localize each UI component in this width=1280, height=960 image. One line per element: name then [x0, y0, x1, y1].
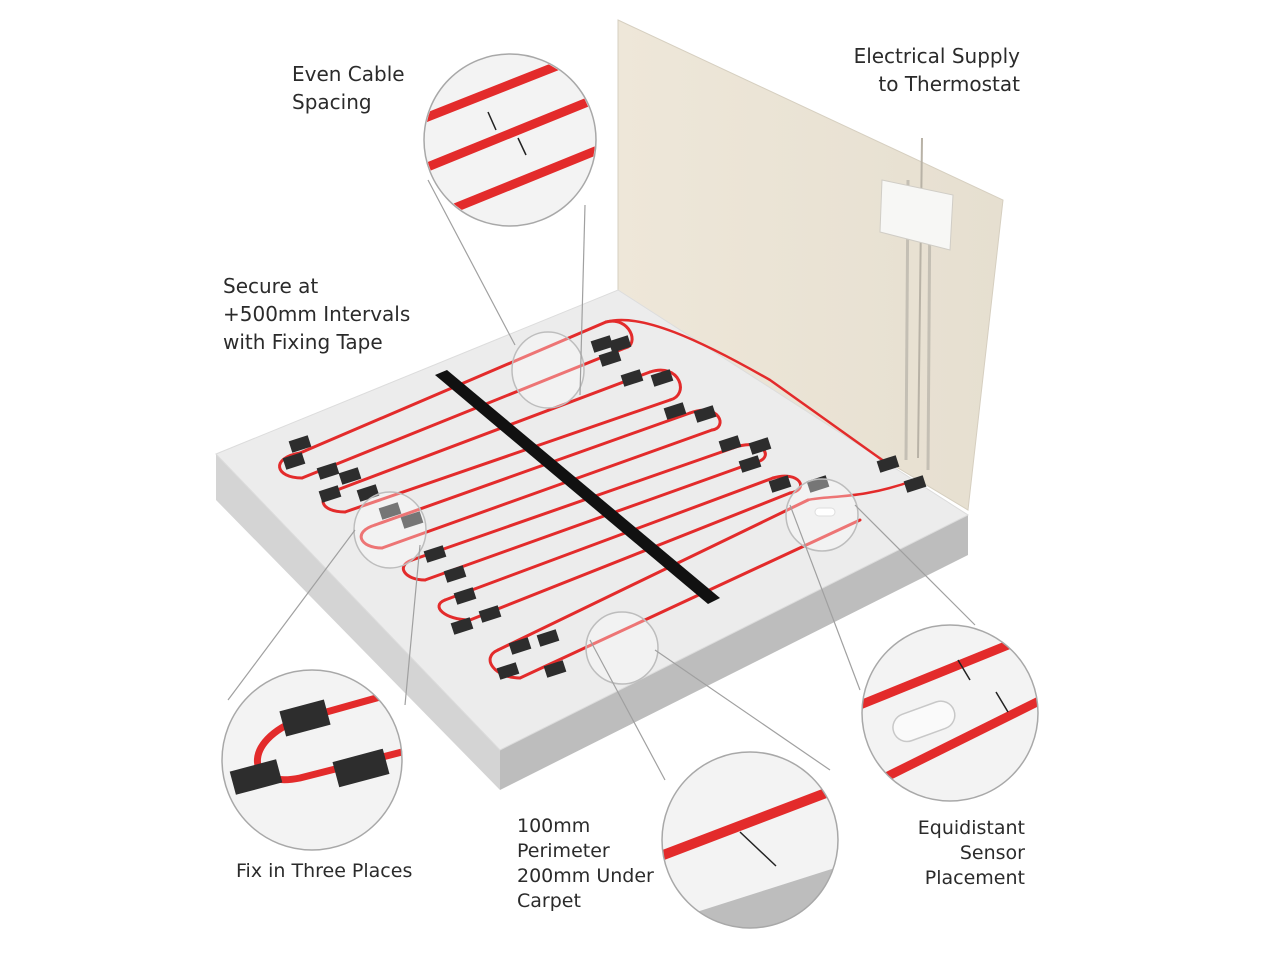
label-line: +500mm Intervals [223, 302, 411, 326]
label-line: Spacing [292, 90, 372, 114]
label-electrical-supply: Electrical Supply to Thermostat [820, 42, 1020, 98]
label-sensor-placement: Equidistant Sensor Placement [880, 816, 1025, 891]
label-line: Secure at [223, 274, 319, 298]
wall [617, 19, 1004, 511]
label-secure-intervals: Secure at +500mm Intervals with Fixing T… [223, 272, 410, 356]
fixing-tape-strip [435, 370, 720, 604]
label-line: 200mm Under [517, 865, 654, 887]
label-line: Sensor [959, 842, 1025, 864]
callout-fix-three-places [221, 669, 403, 851]
thermostat-box [879, 179, 954, 251]
callout-even-spacing [423, 53, 597, 227]
label-line: Perimeter [517, 840, 610, 862]
floor-highlight-circles [353, 331, 859, 685]
label-line: Equidistant [917, 817, 1025, 839]
label-line: Electrical Supply [853, 44, 1020, 68]
label-line: Placement [924, 867, 1025, 889]
label-line: 100mm [517, 815, 591, 837]
label-perimeter: 100mm Perimeter 200mm Under Carpet [517, 814, 654, 914]
callout-perimeter [661, 751, 839, 929]
callout-lines [227, 179, 976, 781]
label-line: Fix in Three Places [236, 860, 413, 882]
label-fix-three-places: Fix in Three Places [236, 857, 412, 885]
floor-sensor [814, 507, 836, 517]
label-line: Even Cable [292, 62, 405, 86]
label-line: with Fixing Tape [223, 330, 383, 354]
fixing-tape-pieces [282, 335, 927, 680]
label-even-cable-spacing: Even Cable Spacing [292, 60, 405, 116]
label-line: to Thermostat [878, 72, 1020, 96]
label-line: Carpet [517, 890, 581, 912]
callout-sensor-placement [861, 624, 1039, 802]
